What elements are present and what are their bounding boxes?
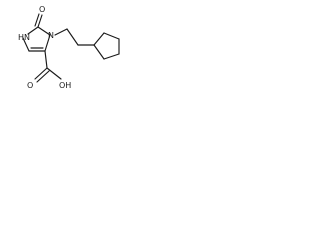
bond-c5-cooh: [44, 50, 48, 69]
bond-nh-c2: [27, 26, 39, 35]
bond-cp-5: [93, 44, 105, 60]
bond-c4-nh: [22, 37, 30, 52]
imidazolone-ring: [22, 26, 51, 52]
cyclopentyl-ring: [93, 32, 120, 60]
bond-cooh-o-double: [36, 70, 50, 83]
atom-label-hn: HN: [18, 33, 30, 42]
bond-ch2-ch2: [66, 28, 79, 46]
atom-label-carbonyl-o: O: [39, 5, 45, 14]
atom-labels: HN N O O OH: [18, 5, 71, 90]
carboxylic-acid-group: [34, 50, 62, 83]
bond-c2-n1: [37, 26, 51, 36]
bond-n1-c5: [44, 34, 51, 52]
ethyl-linker: [54, 28, 95, 46]
carbonyl-group: [34, 13, 43, 28]
bond-n1-ch2: [54, 28, 68, 36]
atom-label-acid-o: O: [27, 81, 33, 90]
bond-c2-o-double: [34, 13, 40, 27]
bond-cp-1: [93, 32, 105, 46]
atom-label-n: N: [48, 31, 54, 40]
bond-cp-2: [103, 32, 120, 40]
atom-label-acid-oh: OH: [59, 81, 71, 90]
bond-cp-4: [103, 53, 120, 60]
bond-cooh-o: [34, 67, 48, 80]
molecule-structure: HN N O O OH: [18, 5, 120, 90]
bond-cooh-oh: [46, 67, 62, 80]
bond-c2-o: [37, 14, 43, 28]
